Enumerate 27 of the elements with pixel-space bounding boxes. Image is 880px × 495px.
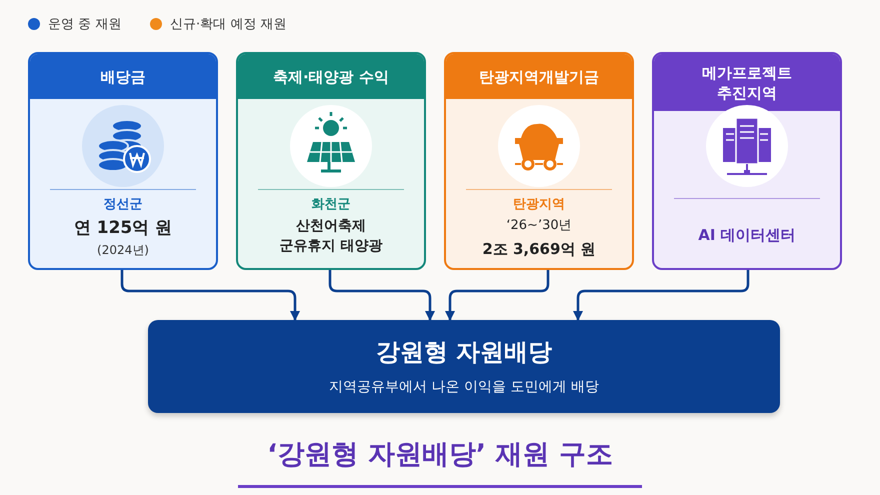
arrow: [328, 270, 435, 321]
card-header: 메가프로젝트 추진지역: [654, 54, 840, 111]
arrow: [573, 270, 750, 321]
diagram-title: ‘강원형 자원배당’ 재원 구조: [266, 438, 614, 472]
card-text: (2024년): [96, 242, 150, 259]
result-box: [148, 320, 780, 413]
card-text: ‘26~’30년: [505, 217, 573, 234]
card-header: 축제·태양광 수익: [238, 54, 424, 99]
box-title: 강원형 자원배당: [374, 337, 554, 368]
card-text: AI 데이터센터: [697, 226, 797, 245]
source-card: [236, 52, 426, 270]
box-subtitle: 지역공유부에서 나온 이익을 도민에게 배당: [328, 378, 600, 396]
legend-label: 신규·확대 예정 재원: [170, 16, 286, 33]
card-text: 화천군: [310, 196, 352, 213]
source-card: [28, 52, 218, 270]
card-text: 탄광지역: [512, 196, 566, 213]
arrow: [445, 270, 550, 321]
card-text: 연 125억 원: [72, 217, 174, 239]
source-card: [444, 52, 634, 270]
card-text: 정선군: [102, 196, 144, 213]
legend-label: 운영 중 재원: [48, 16, 122, 33]
card-header: 탄광지역개발기금: [446, 54, 632, 99]
card-header: 배당금: [30, 54, 216, 99]
arrow: [120, 270, 300, 321]
card-text: 2조 3,669억 원: [481, 240, 597, 259]
source-card: [652, 52, 842, 270]
card-text: 산천어축제 군유휴지 태양광: [278, 217, 384, 256]
